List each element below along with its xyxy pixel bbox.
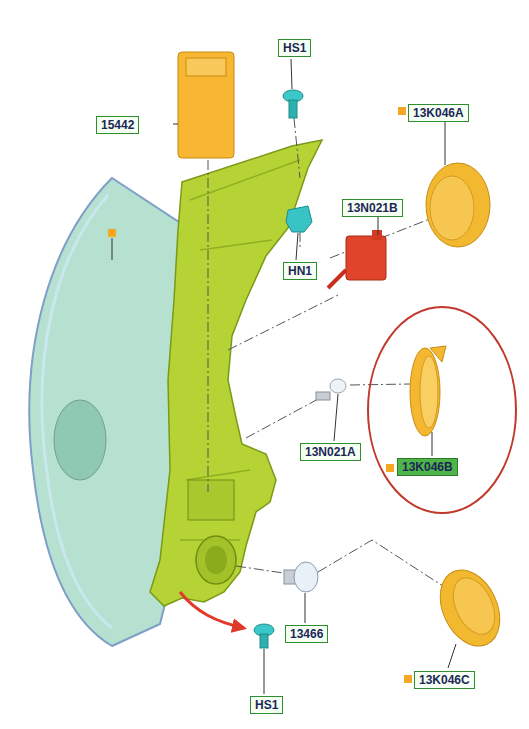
screw xyxy=(254,624,274,648)
module-connector xyxy=(186,58,226,76)
bulb-socket-inner xyxy=(205,546,227,574)
callout-number: 13K046A xyxy=(413,106,464,120)
callout-number: 13466 xyxy=(290,627,323,641)
callout-number: 13N021B xyxy=(347,201,398,215)
callout-box: 15442 xyxy=(96,116,139,134)
dust-cap xyxy=(429,560,512,655)
housing-rib xyxy=(180,160,300,540)
callout-number: 13K046B xyxy=(402,460,453,474)
hid-bulb xyxy=(328,230,386,288)
callout-box: HS1 xyxy=(278,39,311,57)
leader-lines xyxy=(112,59,456,694)
bulb-ring xyxy=(410,346,446,436)
control-module xyxy=(178,52,234,158)
dust-cap xyxy=(426,163,490,247)
assembly-lines xyxy=(208,118,446,588)
callout-number: HS1 xyxy=(255,698,278,712)
callout-box: 13N021A xyxy=(300,443,361,461)
signal-bulb xyxy=(284,562,318,592)
direction-arrow xyxy=(180,592,244,628)
callout-box: 13K046C xyxy=(414,671,475,689)
bulb-socket xyxy=(196,536,236,584)
callout-box: HS1 xyxy=(250,696,283,714)
clip-nut xyxy=(286,206,312,232)
callout-box: 13K046B xyxy=(397,458,458,476)
callout-box: HN1 xyxy=(283,262,317,280)
callout-box: 13N021B xyxy=(342,199,403,217)
lens-inner xyxy=(42,195,112,628)
callout-number: HS1 xyxy=(283,41,306,55)
callout-box: 13466 xyxy=(285,625,328,643)
highlight-ring xyxy=(368,307,516,513)
callout-number: 15442 xyxy=(101,118,134,132)
adjuster-block xyxy=(188,480,234,520)
callout-box: 13K046A xyxy=(408,104,469,122)
small-bulb xyxy=(316,379,346,400)
marker-square xyxy=(108,107,412,683)
projector xyxy=(54,400,106,480)
callout-number: 13N021A xyxy=(305,445,356,459)
screw xyxy=(283,90,303,118)
housing xyxy=(150,140,322,606)
callout-number: HN1 xyxy=(288,264,312,278)
callout-number: 13K046C xyxy=(419,673,470,687)
